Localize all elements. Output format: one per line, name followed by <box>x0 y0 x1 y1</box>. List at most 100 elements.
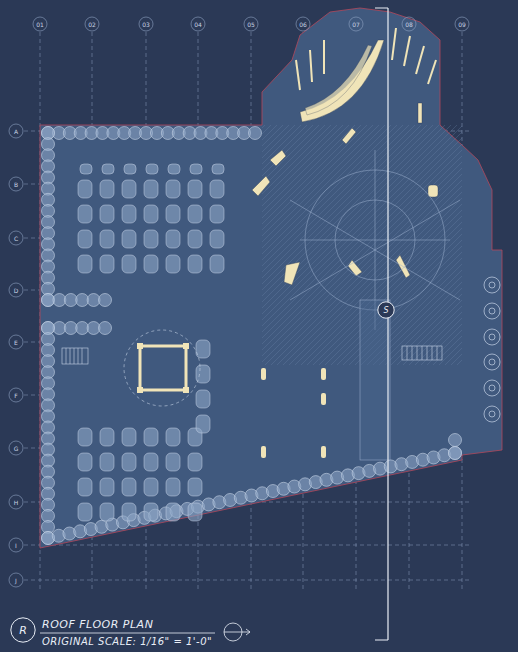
marker-ring <box>11 618 35 642</box>
grid-line <box>24 580 470 581</box>
table <box>210 255 224 273</box>
table <box>122 428 136 446</box>
table <box>144 255 158 273</box>
marker-letter: R <box>19 624 27 637</box>
grid-label: I <box>15 542 17 549</box>
table <box>144 478 158 496</box>
table <box>210 205 224 223</box>
tree-canopy <box>42 294 55 307</box>
table <box>144 205 158 223</box>
table <box>100 255 114 273</box>
table <box>188 230 202 248</box>
grid-label: C <box>14 235 18 242</box>
grid-label: A <box>14 128 18 135</box>
table <box>100 428 114 446</box>
grid-label: 07 <box>352 21 360 28</box>
tree-canopy <box>99 322 112 335</box>
table <box>100 205 114 223</box>
tree-canopy <box>87 294 100 307</box>
table <box>146 164 158 174</box>
fixture <box>484 277 500 293</box>
grid-label: 03 <box>142 21 150 28</box>
tree-canopy <box>76 294 89 307</box>
marker-ring <box>378 302 394 318</box>
fixture <box>489 359 495 365</box>
grid-label: 01 <box>36 21 44 28</box>
table <box>144 180 158 198</box>
scale-note: ORIGINAL SCALE: 1/16" = 1'-0" <box>42 636 212 647</box>
table <box>196 415 210 433</box>
table <box>144 453 158 471</box>
table <box>166 428 180 446</box>
fixture <box>484 380 500 396</box>
fixture <box>484 303 500 319</box>
grid-bubble <box>402 17 416 31</box>
tree-canopy <box>449 434 462 447</box>
table <box>122 205 136 223</box>
tree-canopy <box>53 294 66 307</box>
tree-canopy <box>449 447 462 460</box>
grid-bubble <box>9 124 23 138</box>
table <box>166 453 180 471</box>
table <box>188 453 202 471</box>
grid-bubble <box>455 17 469 31</box>
tree-canopy <box>42 294 55 307</box>
table <box>78 205 92 223</box>
grid-bubble <box>9 495 23 509</box>
table <box>100 478 114 496</box>
table <box>144 503 158 521</box>
table <box>188 503 202 521</box>
grid-label: 08 <box>405 21 413 28</box>
grid-bubble <box>349 17 363 31</box>
marker-letter: S <box>383 306 388 315</box>
table <box>78 503 92 521</box>
tree-canopy <box>99 294 112 307</box>
table <box>144 428 158 446</box>
grid-bubble <box>9 538 23 552</box>
table <box>78 478 92 496</box>
section-marker: S <box>377 301 395 319</box>
table <box>100 180 114 198</box>
grid-bubble <box>296 17 310 31</box>
grid-bubble <box>9 283 23 297</box>
table <box>166 180 180 198</box>
grid-bubble <box>85 17 99 31</box>
table <box>188 205 202 223</box>
fixture <box>489 334 495 340</box>
grid-label: 02 <box>88 21 96 28</box>
table <box>78 453 92 471</box>
table <box>210 180 224 198</box>
grid-label: B <box>14 181 18 188</box>
table <box>122 453 136 471</box>
fixture <box>489 411 495 417</box>
fixture <box>484 354 500 370</box>
tree-canopy <box>449 447 462 460</box>
table <box>166 205 180 223</box>
grid-label: 09 <box>458 21 466 28</box>
table <box>78 180 92 198</box>
sheet-marker: R <box>10 617 36 643</box>
table <box>78 230 92 248</box>
fixture <box>489 308 495 314</box>
table <box>166 255 180 273</box>
table <box>190 164 202 174</box>
grid-bubble <box>244 17 258 31</box>
table <box>166 478 180 496</box>
grid-line <box>24 545 470 546</box>
table <box>122 503 136 521</box>
grid-label: G <box>14 445 19 452</box>
table <box>122 255 136 273</box>
table <box>212 164 224 174</box>
grid-bubble <box>9 573 23 587</box>
grid-bubble <box>9 335 23 349</box>
table <box>100 453 114 471</box>
grid-bubble <box>33 17 47 31</box>
grid-bubble <box>9 441 23 455</box>
tree-canopy <box>64 322 77 335</box>
table <box>122 478 136 496</box>
grid-label: 04 <box>194 21 202 28</box>
table <box>196 390 210 408</box>
table <box>100 503 114 521</box>
